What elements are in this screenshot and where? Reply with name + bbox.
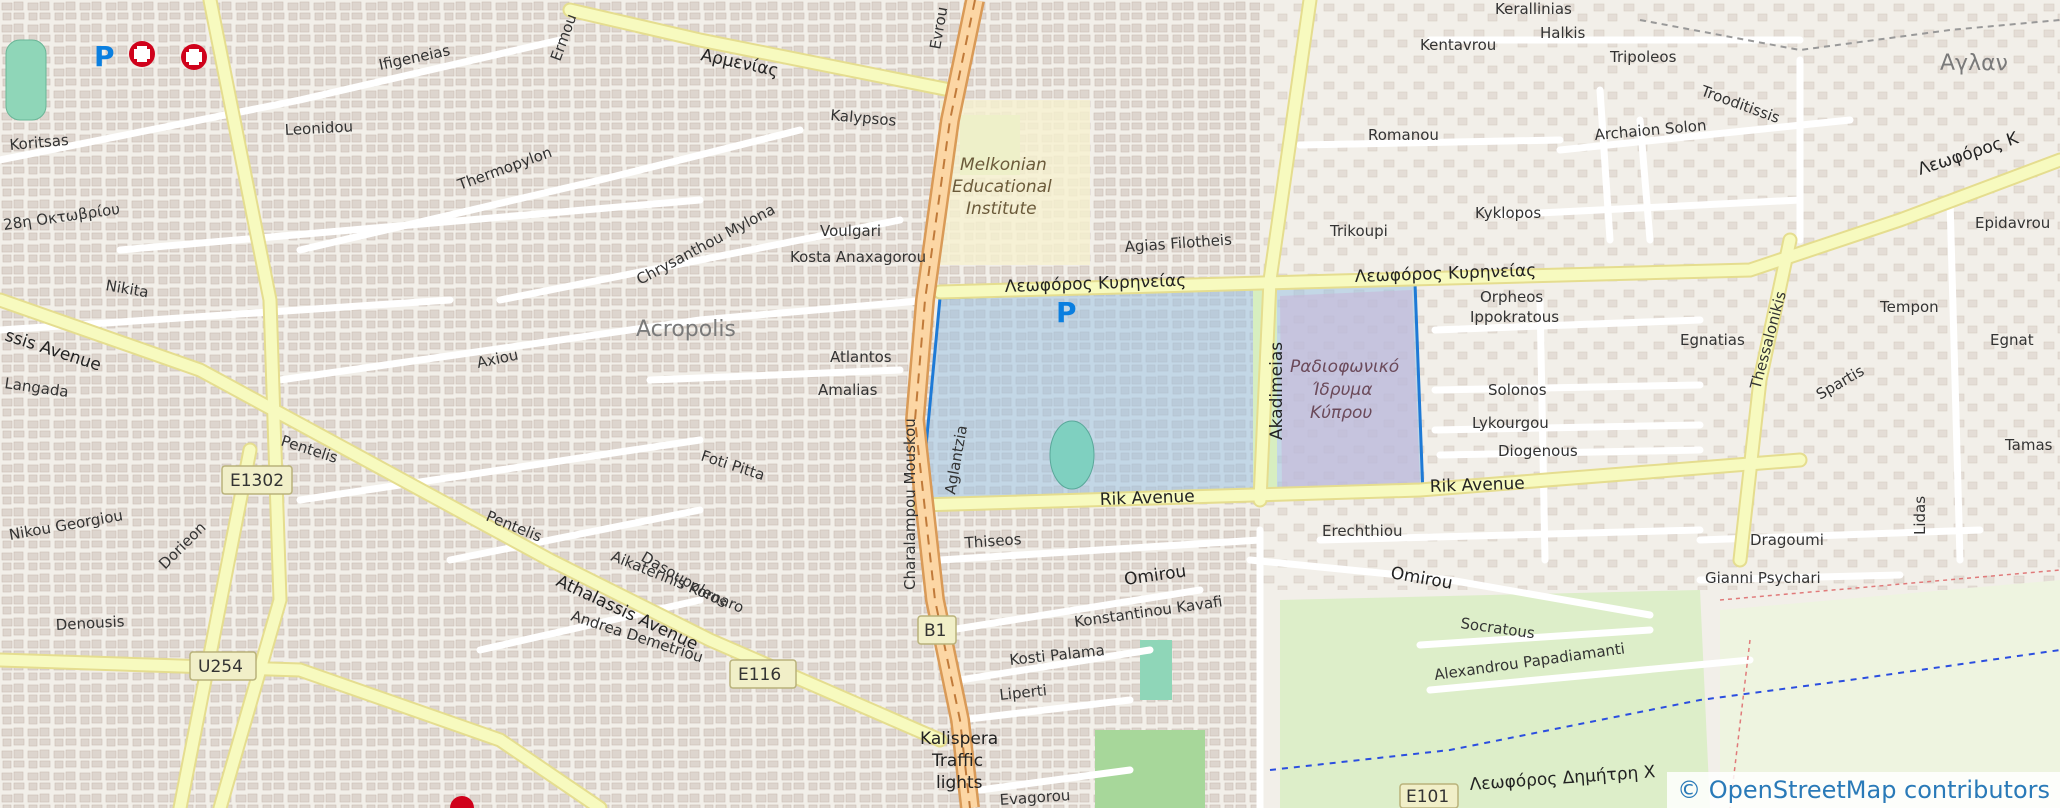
street-label: Erechthiou [1322, 522, 1403, 540]
area-label-partial: Αγλαν [1940, 51, 2008, 76]
street-label: Solonos [1488, 381, 1547, 399]
street-label: Kyklopos [1475, 204, 1541, 222]
poi-label: Kalispera [920, 729, 998, 749]
attribution-link[interactable]: OpenStreetMap contributors [1708, 776, 2050, 804]
route-shield: E1302 [221, 465, 293, 495]
street-label: Liperti [999, 681, 1048, 704]
svg-text:E116: E116 [738, 665, 781, 685]
street-label: Atlantos [830, 348, 892, 366]
street-label: Thiseos [963, 530, 1022, 552]
street-label: Voulgari [820, 222, 881, 240]
stadium-track [5, 39, 47, 121]
street-label: Kalypsos [830, 106, 898, 130]
poi-label: Traffic [931, 751, 983, 771]
map-attribution[interactable]: © OpenStreetMap contributors [1667, 772, 2060, 808]
hospital-icon[interactable] [181, 44, 207, 70]
path-red [1719, 569, 2060, 601]
street-label: Leonidou [284, 117, 353, 139]
street-label: Tamas [2004, 436, 2053, 454]
minor-roads [0, 36, 1984, 808]
parking-icon[interactable]: P [1056, 296, 1077, 329]
street-label: Egnat [1990, 331, 2034, 349]
route-shield: U254 [189, 651, 257, 681]
poi-label: Ίδρυμα [1312, 380, 1372, 400]
street-label: Rik Avenue [1099, 487, 1195, 510]
hospital-icon[interactable] [450, 796, 474, 808]
poi-label: Ραδιοφωνικό [1290, 357, 1399, 377]
street-label: Tempon [1879, 298, 1939, 316]
street-label: Kentavrou [1420, 36, 1496, 54]
street-label: Amalias [818, 381, 878, 399]
street-label: Trikoupi [1329, 222, 1388, 240]
svg-text:E101: E101 [1406, 787, 1449, 807]
street-label: Halkis [1540, 24, 1585, 42]
route-shield: B1 [917, 615, 957, 645]
open-land [1720, 580, 2060, 808]
street-label: Tripoleos [1609, 48, 1677, 66]
boundary-line [1639, 19, 2060, 52]
svg-text:B1: B1 [924, 621, 946, 641]
street-label: Lidas [1911, 496, 1929, 535]
street-label: Akadimeias [1267, 342, 1287, 440]
primary-road-centerline [913, 0, 976, 808]
street-label: Dragoumi [1750, 531, 1824, 549]
street-label: Diogenous [1498, 442, 1578, 460]
poi-label: Institute [966, 199, 1037, 219]
park-area [1280, 590, 1710, 808]
street-label: Kosta Anaxagorou [790, 248, 926, 266]
street-label: Kerallinias [1495, 0, 1572, 18]
street-label: Koritsas [9, 131, 70, 154]
poi-label: Κύπρου [1310, 403, 1372, 423]
street-label: Egnatias [1680, 331, 1745, 349]
street-label: Gianni Psychari [1705, 569, 1821, 587]
rik-site [1280, 290, 1420, 490]
street-label: Charalampou Mouskou [901, 418, 919, 590]
poi-label: lights [936, 773, 983, 793]
poi-label: Melkonian [960, 155, 1047, 175]
street-label: Epidavrou [1975, 214, 2050, 232]
route-shield: E101 [1399, 783, 1459, 808]
street-label: Orpheos [1480, 288, 1543, 306]
street-label: Rik Avenue [1429, 474, 1525, 497]
street-label: Ippokratous [1470, 308, 1559, 326]
parking-icon[interactable]: P [94, 40, 115, 73]
street-label: Lykourgou [1472, 414, 1549, 432]
street-label: Romanou [1368, 126, 1439, 144]
street-label: Evagorou [999, 786, 1071, 808]
street-label: Denousis [55, 612, 125, 634]
hospital-icon[interactable] [129, 41, 155, 67]
running-track [1049, 420, 1095, 490]
melkonian-campus [940, 100, 1090, 265]
svg-text:U254: U254 [198, 657, 243, 677]
area-label: Acropolis [636, 317, 736, 342]
svg-text:E1302: E1302 [230, 471, 284, 491]
poi-label: Educational [952, 177, 1052, 197]
footpath-blue [1269, 649, 2060, 771]
copyright-icon: © [1677, 776, 1702, 804]
route-shield: E116 [729, 659, 797, 689]
